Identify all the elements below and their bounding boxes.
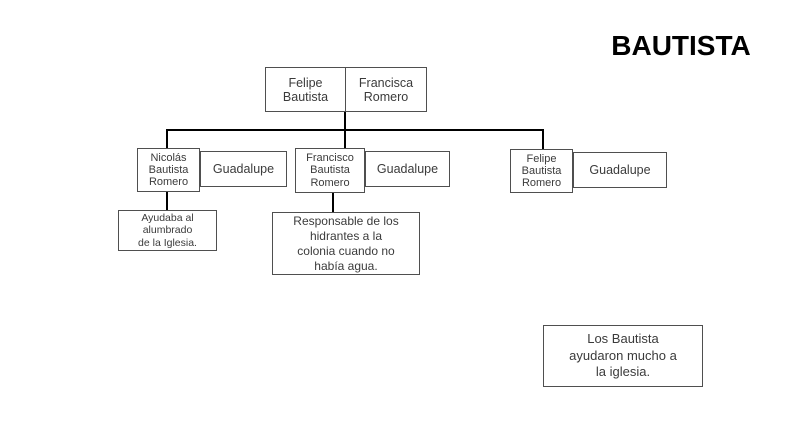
connector-drop-felipe (542, 129, 544, 150)
page-title: BAUTISTA (611, 30, 751, 61)
spouse-box-guadalupe-3: Guadalupe (573, 152, 667, 188)
child-name-box-francisco: Francisco Bautista Romero (295, 148, 365, 193)
note-nicolas: Ayudaba al alumbrado de la Iglesia. (118, 210, 217, 251)
spouse-box-guadalupe-2: Guadalupe (365, 151, 450, 187)
child-name-box-nicolas: Nicolás Bautista Romero (137, 148, 200, 192)
connector-horizontal (166, 129, 544, 131)
spouse-box-guadalupe-1: Guadalupe (200, 151, 287, 187)
connector-drop-nicolas (166, 129, 168, 149)
connector-parent-down (344, 111, 346, 131)
note-francisco: Responsable de los hidrantes a la coloni… (272, 212, 420, 275)
parent-mother-cell: Francisca Romero (358, 75, 414, 104)
connector-drop-francisco (344, 129, 346, 149)
footer-note: Los Bautista ayudaron mucho a la iglesia… (543, 325, 703, 387)
parent-couple-box: Felipe Bautista Francisca Romero (265, 67, 427, 112)
child-name-box-felipe: Felipe Bautista Romero (510, 149, 573, 193)
parent-father-cell: Felipe Bautista (266, 68, 346, 111)
connector-note-nicolas (166, 191, 168, 211)
connector-note-francisco (332, 192, 334, 213)
